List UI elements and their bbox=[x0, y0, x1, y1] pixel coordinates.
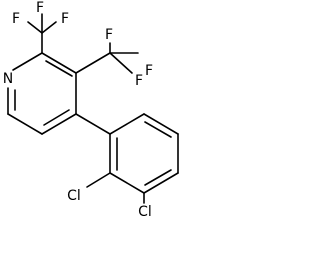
bond-p6-cl1 bbox=[86, 172, 111, 188]
bond-c3-cf3b bbox=[75, 52, 111, 74]
atom-label-f3: F bbox=[61, 11, 69, 27]
bond-p2-p3-double bbox=[144, 121, 172, 138]
bond-c5-c6 bbox=[7, 113, 43, 135]
bond-c4-c5 bbox=[41, 113, 77, 135]
bond-p1-p2 bbox=[109, 113, 145, 135]
bond-cf3a-f1 bbox=[27, 21, 43, 34]
bond-cf3a-f2 bbox=[41, 21, 57, 34]
bond-cf3b-f5 bbox=[109, 52, 133, 74]
atom-label-f5: F bbox=[145, 63, 153, 79]
bond-p4-p5 bbox=[143, 172, 179, 194]
bonds bbox=[7, 13, 179, 204]
chemical-structure: N F F F F F F Cl Cl bbox=[3, 0, 179, 220]
bond-p5-p6 bbox=[109, 172, 145, 194]
atom-label-n: N bbox=[3, 71, 13, 87]
bond-c4-c5-double bbox=[43, 109, 70, 126]
atom-label-f2: F bbox=[12, 11, 20, 27]
atom-labels: N F F F F F F Cl Cl bbox=[3, 0, 153, 220]
bond-c2-c3-double bbox=[45, 60, 73, 77]
bond-c4-phenyl bbox=[75, 113, 111, 135]
atom-label-f4: F bbox=[105, 27, 113, 43]
atom-label-f6: F bbox=[135, 73, 143, 89]
bond-n-c2 bbox=[12, 52, 43, 71]
atom-label-f1: F bbox=[36, 0, 44, 16]
atom-label-cl1: Cl bbox=[67, 188, 81, 204]
bond-p2-p3 bbox=[143, 113, 179, 135]
bond-p4-p5-double bbox=[144, 169, 172, 186]
bond-c2-c3 bbox=[41, 52, 77, 74]
atom-label-cl2: Cl bbox=[138, 204, 152, 220]
